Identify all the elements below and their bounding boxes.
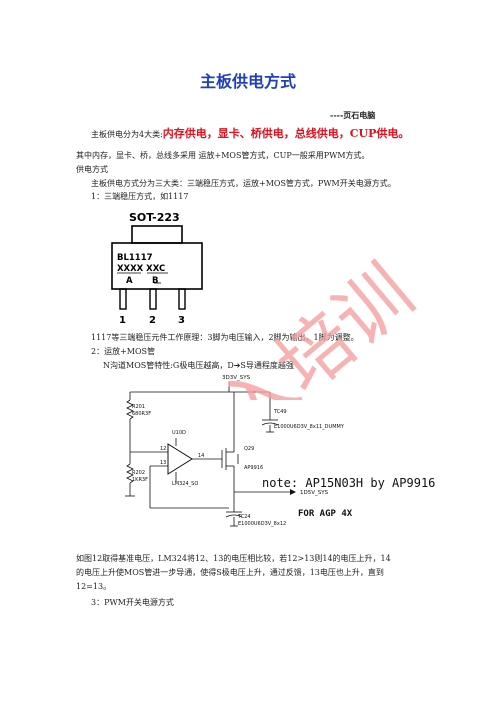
opamp-label: LM324_SO	[172, 481, 198, 487]
para1-line2: 其中内存，显卡、桥，总线多采用 运放+MOS管方式，CUP一般采用PWM方式。	[76, 151, 370, 160]
para3-line2: 的电压上升使MOS管进一步导通，使得S极电压上升，通过反馈，13电压也上升，直到	[76, 568, 384, 577]
para3-line4: 3：PWM开关电源方式	[91, 598, 174, 607]
watermark-text: 入培训	[204, 249, 429, 400]
para3-line1: 如图12取得基准电压，LM324将12、13的电压相比较，若12>13则14的电…	[76, 554, 391, 563]
tc49-label: TC49	[273, 409, 287, 415]
package-label: SOT-223	[129, 211, 180, 224]
author-line: ----页石电脑	[330, 111, 376, 120]
net-3d3v-label: 3D3V_SYS	[222, 375, 251, 381]
code-label: XXXX XXC	[117, 264, 165, 274]
para1-line3: 供电方式	[76, 165, 108, 174]
intro-line: 主板供电分为4大类:内存供电，显卡、桥供电，总线供电，CUP供电。	[91, 128, 409, 140]
u10d-label: U10D	[172, 430, 186, 436]
r201-value: 680R3F	[132, 411, 151, 417]
pin-3-label: 3	[178, 315, 185, 325]
para1-line4: 主板供电方式分为三大类：三端稳压方式，运放+MOS管方式，PWM开关电源方式。	[91, 179, 396, 188]
for-agp-label: FOR AGP 4X	[298, 509, 353, 519]
circuit-schematic: 3D3V_SYS TC49 E1000U6D3V_8x11_DUMMY R201…	[125, 375, 435, 527]
page-title: 主板供电方式	[199, 72, 296, 91]
r201-label: R201	[132, 404, 145, 410]
tc24-value: E1000U6D3V_8x12	[238, 521, 286, 527]
sot223-figure: SOT-223 BL1117 XXXX XXC A B 1 2 3	[111, 211, 203, 325]
note-label: note: AP15N03H by AP9916	[262, 476, 435, 490]
r202-label: R202	[132, 470, 145, 476]
tc49-value: E1000U6D3V_8x11_DUMMY	[274, 424, 345, 430]
para1-line5: 1：三端稳压方式，如1117	[91, 192, 189, 201]
sub-b-label: B	[152, 276, 158, 286]
sub-a-label: A	[126, 276, 133, 286]
mos-label: AP9916	[244, 465, 263, 471]
para2-line2: 2：运放+MOS管	[91, 347, 156, 356]
tc24-label: TC24	[237, 514, 251, 520]
part-label: BL1117	[117, 253, 153, 263]
pin-2-lead	[149, 288, 157, 310]
pin-1-lead	[119, 288, 127, 310]
pin-1-label: 1	[119, 315, 126, 325]
output-arrow-icon	[290, 489, 296, 495]
pin12-label: 12	[160, 446, 166, 452]
q29-label: Q29	[244, 446, 254, 452]
pin-3-lead	[178, 288, 186, 310]
intro-highlight: 内存供电，显卡、桥供电，总线供电，CUP供电。	[162, 127, 410, 140]
net-1d5v-label: 1D5V_SYS	[300, 490, 329, 496]
pin14-label: 14	[198, 453, 204, 459]
watermark: 入培训	[204, 249, 429, 400]
pin13-label: 13	[160, 460, 166, 466]
para2-line1: 1117等三端稳压元件工作原理：3脚为电压输入，2脚为输出，1脚为调整。	[91, 333, 359, 342]
chip-body	[111, 242, 203, 290]
intro-lead: 主板供电分为4大类:	[91, 130, 163, 139]
r202-value: 1KR3F	[132, 477, 148, 483]
pin-2-label: 2	[149, 315, 156, 325]
para3-line3: 12=13。	[76, 582, 112, 591]
para2-line3: N沟道MOS管特性:G极电压越高，D➔S导通程度越强	[103, 361, 294, 370]
